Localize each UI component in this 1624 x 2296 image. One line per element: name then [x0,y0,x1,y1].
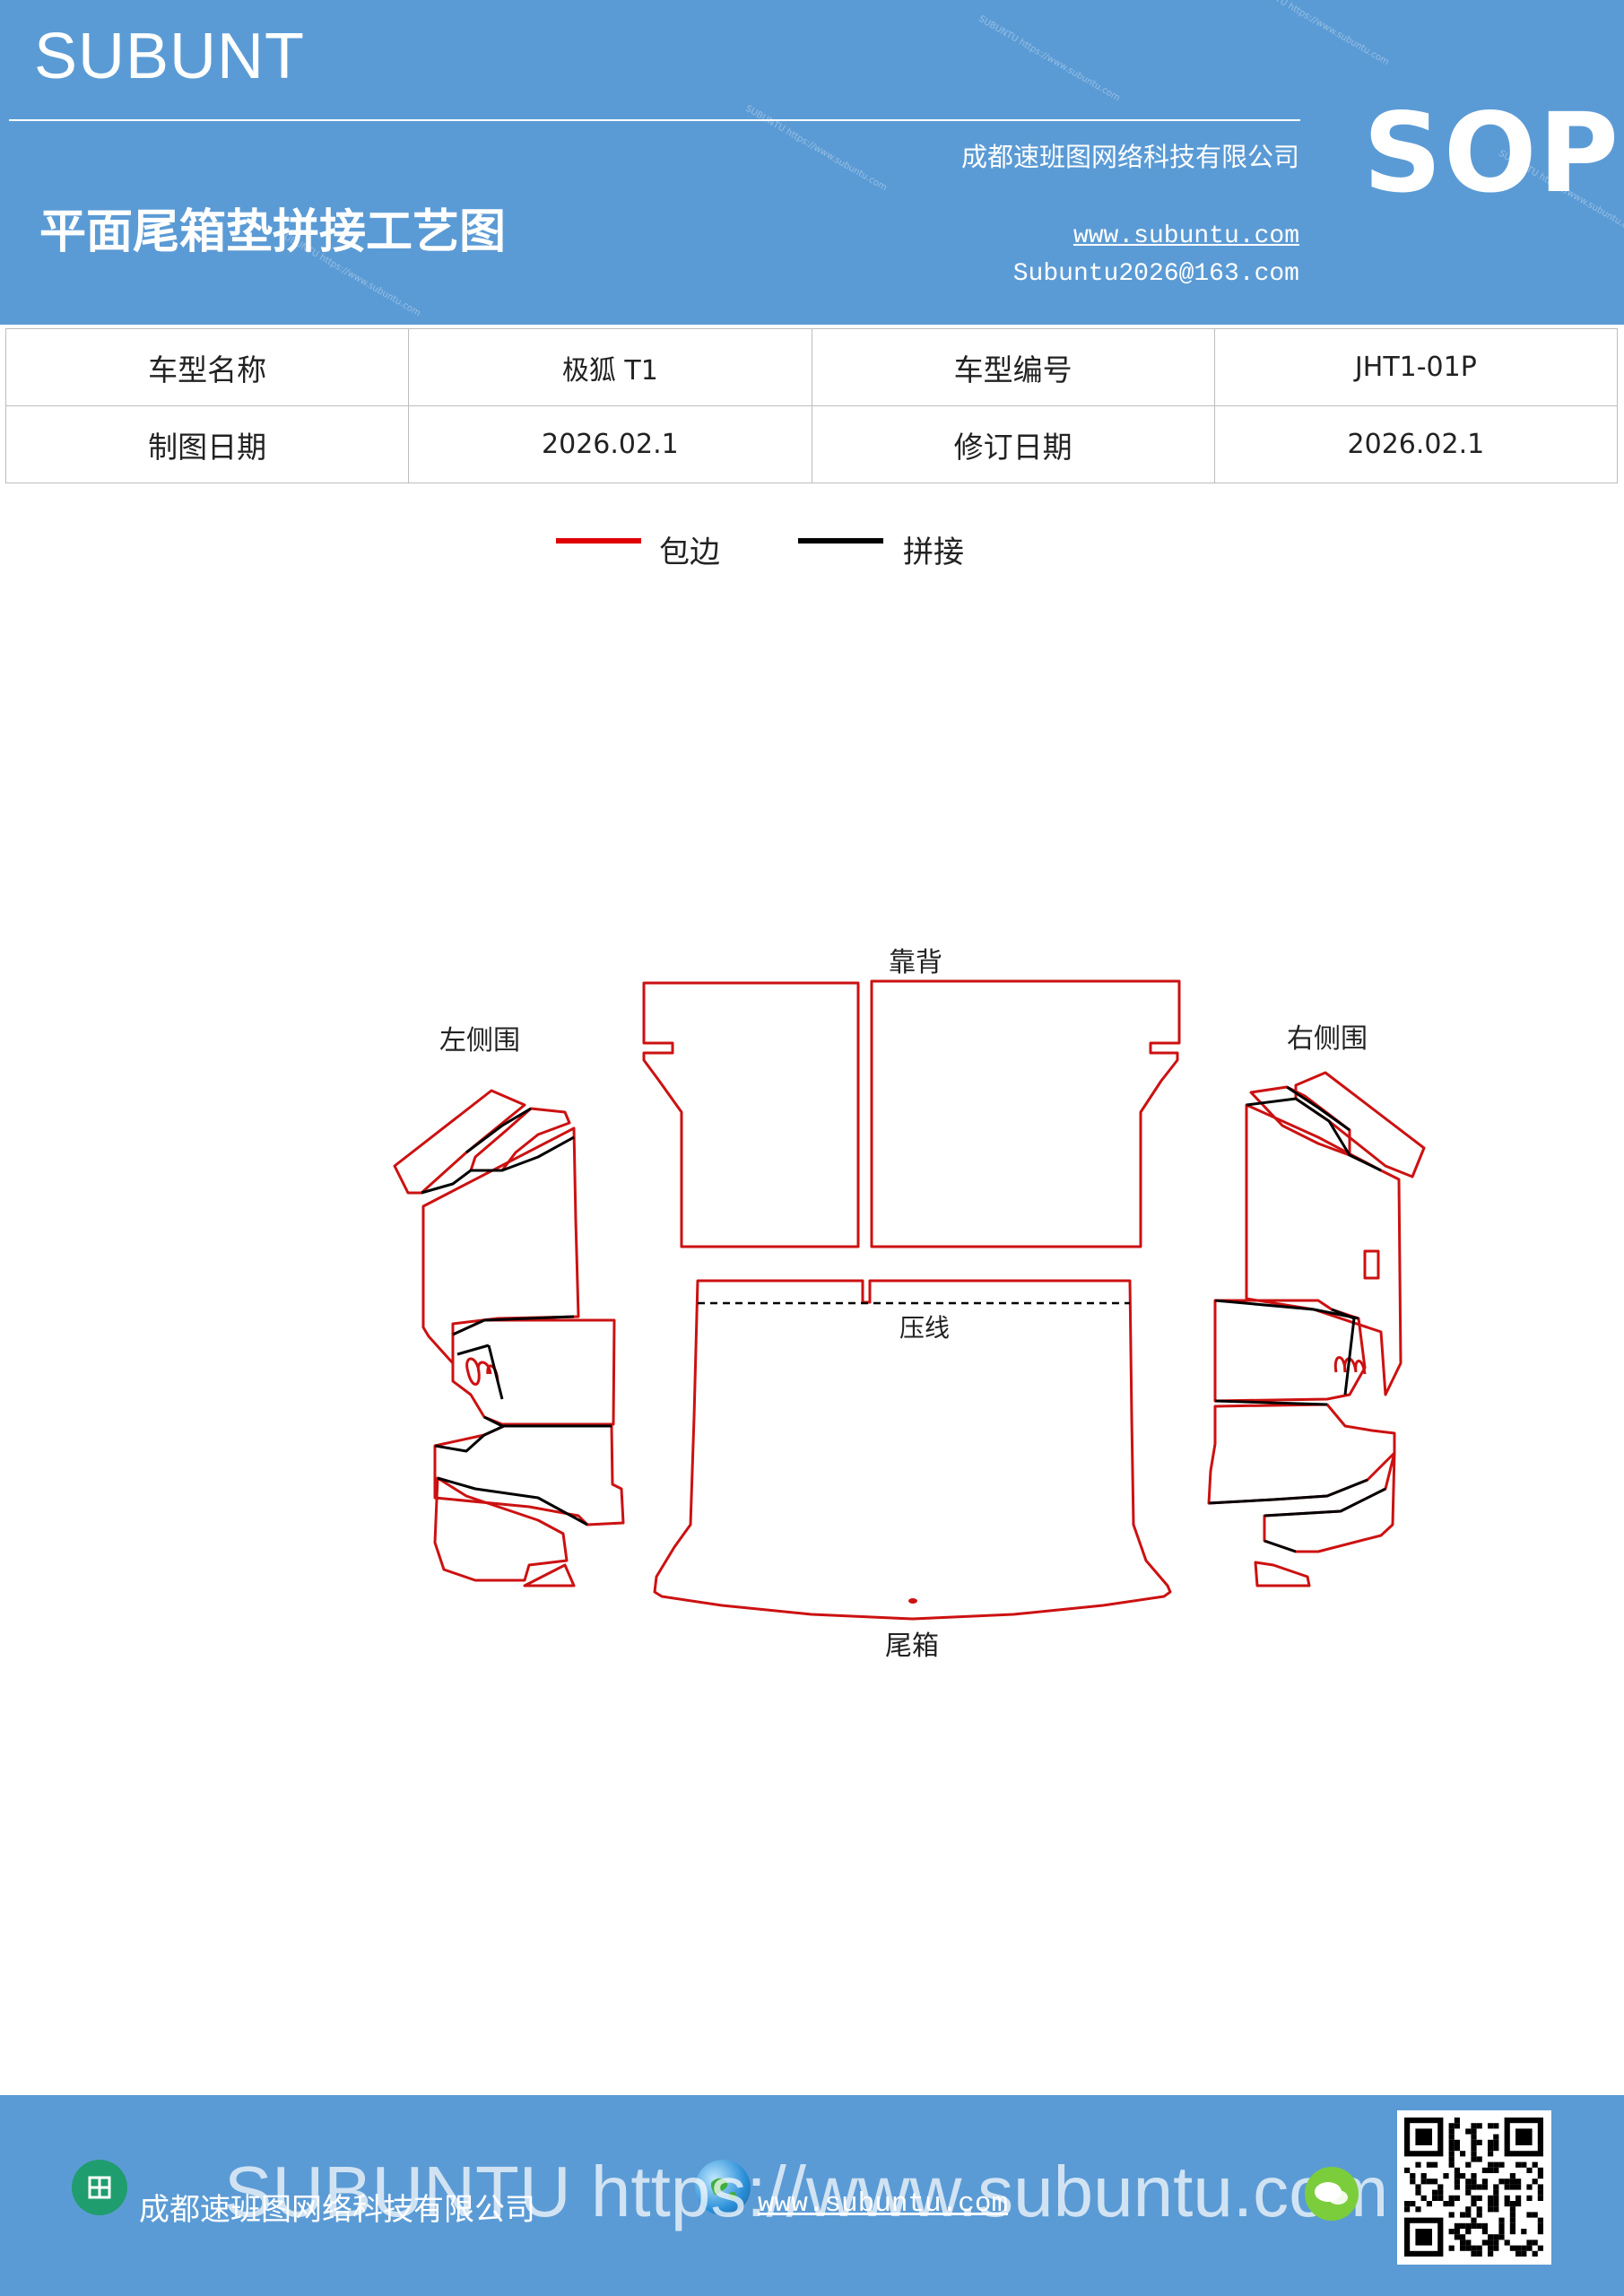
left-wall-bottom-piece [433,1476,569,1582]
contact-email[interactable]: Subuntu2026@163.com [1012,260,1299,288]
legend-label-seam: 拼接 [903,535,964,570]
left-wall-seam-5 [434,1424,505,1453]
left-wall-seam-6 [437,1476,588,1526]
right-wall-seam-4 [1214,1399,1328,1406]
watermark: SUBUNTU https://www.subuntu.com [977,13,1122,104]
footer-watermark: SUBUNTU https://www.subuntu.com [224,2152,1389,2231]
table-cell-label: 车型编号 [811,328,1215,406]
footer-banner: 成都速班图网络科技有限公司 www.subuntu.com SUBUNTU ht… [0,2095,1624,2296]
wechat-icon [1305,2167,1359,2221]
left-wall-mid-piece [451,1318,616,1426]
label-left-wall: 左侧围 [439,1025,520,1057]
backrest-right-panel [870,979,1181,1248]
table-cell-label: 车型名称 [4,328,410,406]
right-wall-slot [1363,1249,1380,1280]
legend-swatch-edge [556,538,641,544]
right-wall-bottom-piece [1263,1451,1396,1553]
header-banner: SUBUNTU https://www.subuntu.com SUBUNTU … [0,0,1624,325]
label-right-wall: 右侧围 [1287,1023,1368,1055]
left-wall-main-panel [421,1126,580,1365]
left-wall-seam-3 [452,1315,575,1336]
header-divider [9,119,1300,121]
globe-icon [695,2160,751,2215]
label-backrest: 靠背 [889,947,942,978]
table-cell-label: 修订日期 [811,405,1215,483]
page-title: 平面尾箱垫拼接工艺图 [39,205,507,259]
left-wall-small-piece [523,1563,576,1587]
qr-code[interactable] [1397,2110,1551,2265]
table-cell-value: 2026.02.1 [1213,405,1619,483]
trunk-mat-diagram: 靠背 左侧围 右侧围 压线 尾箱 [393,947,1426,1662]
right-wall-small-piece [1254,1561,1311,1587]
brand-logo-text: SUBUNT [34,21,306,92]
left-wall-seam-1 [421,1135,575,1195]
table-cell-value: 极狐 T1 [408,328,812,406]
right-wall-seam-1 [1246,1097,1382,1172]
table-row: 车型名称 极狐 T1 车型编号 JHT1-01P [4,328,1619,406]
footer-website-link[interactable]: www.subuntu.com [758,2188,1009,2220]
label-press-line: 压线 [899,1313,950,1343]
left-wall-seam-2 [465,1107,532,1154]
left-wall-seam-4 [483,1415,612,1428]
watermark: SUBUNTU https://www.subuntu.com [743,103,889,194]
legend: 包边 拼接 [0,527,1624,572]
right-wall-seam-5 [1208,1478,1368,1505]
right-wall-seam-6 [1264,1487,1386,1553]
table-cell-value: 2026.02.1 [408,405,812,483]
left-wall-lower-piece [433,1424,625,1526]
table-cell-value: JHT1-01P [1213,328,1619,406]
website-link[interactable]: www.subuntu.com [1073,222,1299,250]
sop-mark: SOP [1363,90,1620,217]
company-name: 成都速班图网络科技有限公司 [960,142,1299,172]
label-trunk: 尾箱 [885,1631,939,1662]
vehicle-info-table: 车型名称 极狐 T1 车型编号 JHT1-01P 制图日期 2026.02.1 … [4,328,1619,483]
building-icon [72,2160,127,2215]
right-wall-seam-2 [1286,1085,1350,1132]
trunk-marker-dot [908,1598,917,1604]
legend-label-edge: 包边 [659,535,720,570]
right-wall-lower-piece [1207,1403,1396,1505]
left-wall-seam-7 [456,1344,504,1400]
legend-swatch-seam [798,538,883,544]
right-wall-seam-7 [1331,1308,1356,1396]
table-cell-label: 制图日期 [4,405,410,483]
backrest-left-panel [642,981,860,1248]
watermark: SUBUNTU https://www.subuntu.com [1246,0,1391,68]
trunk-floor-panel [653,1279,1172,1621]
right-wall-seam-3 [1214,1299,1359,1320]
table-row: 制图日期 2026.02.1 修订日期 2026.02.1 [4,405,1619,483]
footer-company: 成都速班图网络科技有限公司 [139,2192,535,2228]
